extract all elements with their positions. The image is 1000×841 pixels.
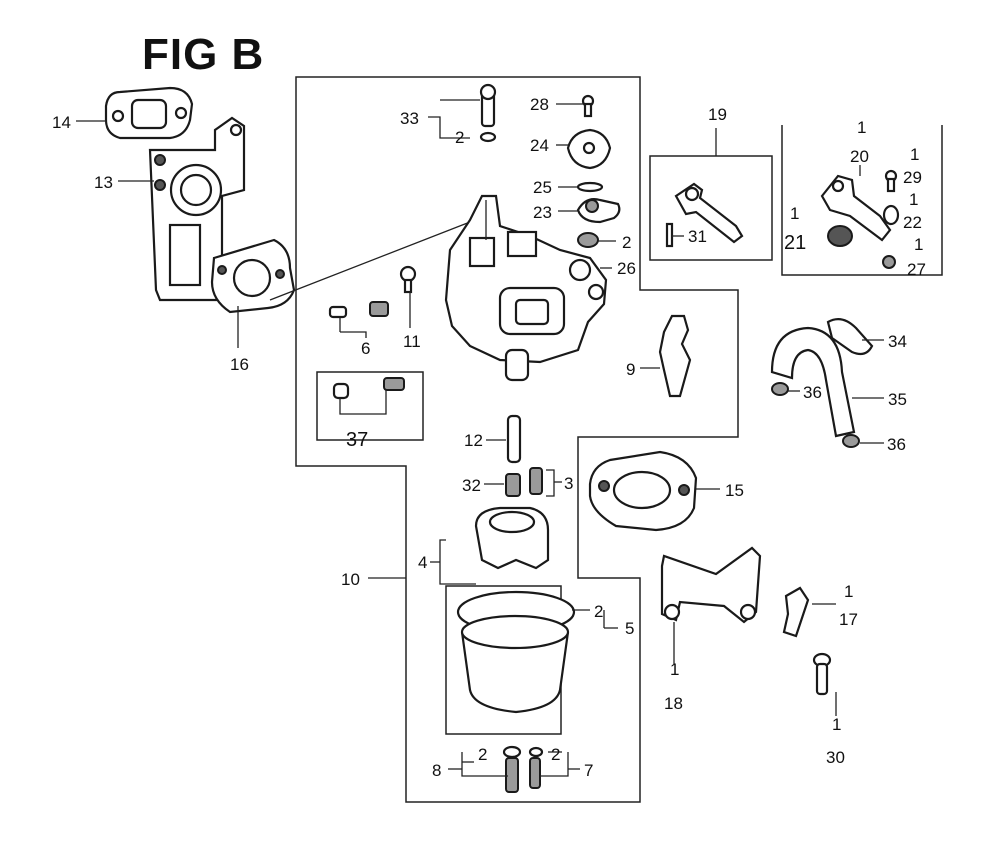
callout-c22: 22 <box>903 213 922 232</box>
callout-c23: 23 <box>533 203 552 222</box>
tube-clip-36b <box>842 434 860 448</box>
needle-set-23 <box>576 198 621 224</box>
screw-set-33 <box>479 83 497 143</box>
main-jet-32 <box>505 473 521 497</box>
callout-c7: 7 <box>584 761 593 780</box>
spring-25 <box>576 181 604 193</box>
bolt-30 <box>812 652 832 696</box>
fuel-tube-34 <box>826 317 874 356</box>
callout-c2a: 2 <box>455 128 464 147</box>
throttle-lever-kit-box <box>781 125 943 276</box>
pilot-jet-37 <box>332 377 405 400</box>
callout-c1g: 1 <box>670 660 679 679</box>
fuel-tube-35 <box>770 326 856 438</box>
screw-set-6 <box>328 301 389 319</box>
throttle-lever-20 <box>820 174 892 242</box>
callout-c18: 18 <box>664 694 683 713</box>
callout-c21: 21 <box>784 232 806 254</box>
callout-c2c: 2 <box>594 602 603 621</box>
callout-c1c: 1 <box>909 190 918 209</box>
screw-31 <box>665 222 674 248</box>
carburetor-body <box>444 194 608 382</box>
callout-c33: 33 <box>400 109 419 128</box>
callout-c2e: 2 <box>551 745 560 764</box>
callout-c1f: 1 <box>844 582 853 601</box>
callout-c14: 14 <box>52 113 71 132</box>
float-valve-9 <box>658 314 692 398</box>
choke-lever-kit-box <box>649 155 773 261</box>
callout-c24: 24 <box>530 136 549 155</box>
callout-c28: 28 <box>530 95 549 114</box>
drain-bolt-8 <box>502 745 522 793</box>
callout-c20: 20 <box>850 147 869 166</box>
callout-c6a: 6 <box>361 339 370 358</box>
carburetor-gasket-16 <box>210 238 296 314</box>
callout-c1d: 1 <box>790 204 799 223</box>
callout-c8: 8 <box>432 761 441 780</box>
gasket-15 <box>588 450 698 532</box>
callout-c36a: 36 <box>803 383 822 402</box>
main-nozzle-12 <box>506 414 522 464</box>
callout-c32: 32 <box>462 476 481 495</box>
callout-c36b: 36 <box>887 435 906 454</box>
callout-c16: 16 <box>230 355 249 374</box>
fuel-tank-bracket-18 <box>660 546 762 624</box>
callout-c15: 15 <box>725 481 744 500</box>
carburetor-insulator-13 <box>148 116 246 302</box>
callout-c1a: 1 <box>857 118 866 137</box>
callout-c3: 3 <box>564 474 573 493</box>
callout-c17: 17 <box>839 610 858 629</box>
drain-screw-7 <box>528 746 544 789</box>
needle-3 <box>529 467 543 495</box>
callout-c4: 4 <box>418 553 427 572</box>
leader-lines <box>76 99 884 777</box>
callout-c25: 25 <box>533 178 552 197</box>
callout-c37: 37 <box>346 429 368 451</box>
screw-11 <box>399 265 417 294</box>
callout-c27: 27 <box>907 260 926 279</box>
washer-22 <box>882 204 900 226</box>
callout-c10: 10 <box>341 570 360 589</box>
callout-c35: 35 <box>888 390 907 409</box>
callout-c34: 34 <box>888 332 907 351</box>
callout-c13: 13 <box>94 173 113 192</box>
float-chamber-5 <box>460 614 570 714</box>
clamp-17 <box>782 586 810 638</box>
screw-28 <box>581 94 595 118</box>
screw-29 <box>884 169 898 193</box>
callout-c2b: 2 <box>622 233 631 252</box>
callout-c19: 19 <box>708 105 727 124</box>
spring-21 <box>827 225 853 247</box>
tube-clip-36a <box>771 382 789 396</box>
pilot-jet-set-box <box>316 371 424 441</box>
callout-c30: 30 <box>826 748 845 767</box>
choke-lever-19 <box>674 182 744 244</box>
callout-c1b: 1 <box>910 145 919 164</box>
callout-c11: 11 <box>403 332 421 351</box>
callout-c31: 31 <box>688 227 707 246</box>
callout-c1e: 1 <box>914 235 923 254</box>
nut-27 <box>882 255 896 269</box>
callout-c5: 5 <box>625 619 634 638</box>
callout-c12: 12 <box>464 431 483 450</box>
callout-c26: 26 <box>617 259 636 278</box>
cap-24 <box>566 128 612 170</box>
callout-c9: 9 <box>626 360 635 379</box>
callout-c1h: 1 <box>832 715 841 734</box>
float-4 <box>474 506 550 570</box>
callout-c2d: 2 <box>478 745 487 764</box>
callout-c29: 29 <box>903 168 922 187</box>
spring-26 <box>577 232 599 248</box>
carburetor-assembly-boundary <box>295 76 739 803</box>
insulator-gasket-14 <box>104 86 194 140</box>
figure-title: FIG B <box>142 30 265 79</box>
